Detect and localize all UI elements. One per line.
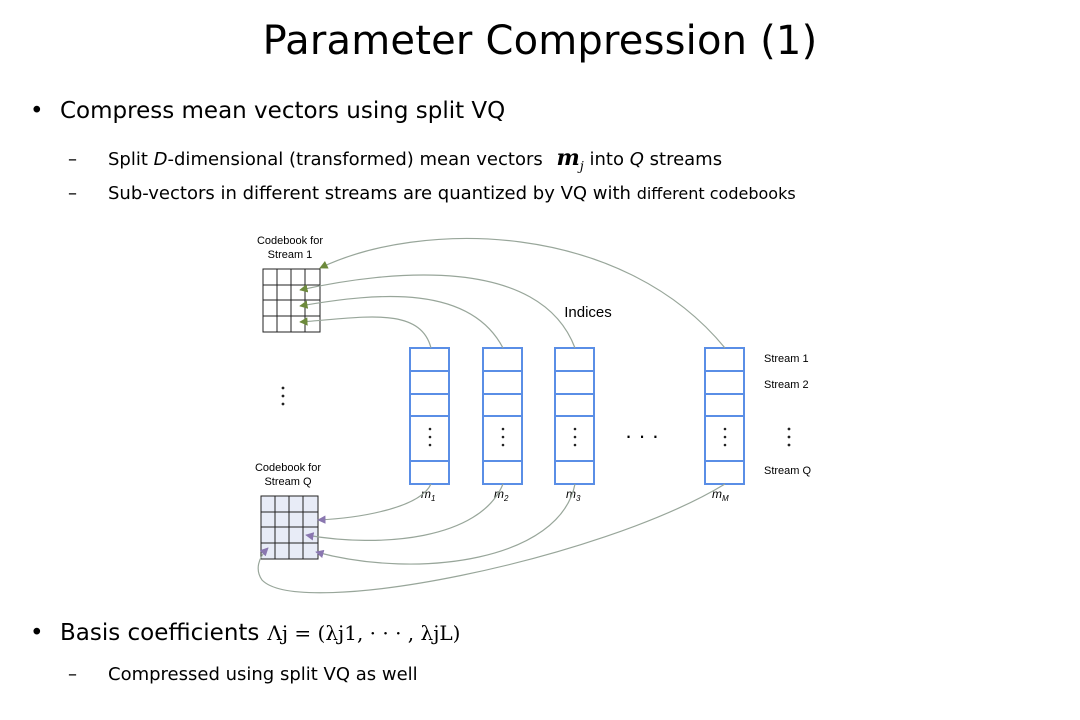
codebook-bottom-label-2: Stream Q [264, 476, 312, 488]
arrow-mM-stream1 [319, 237, 726, 349]
sub-bullet-1-1: –Split D-dimensional (transformed) mean … [68, 145, 723, 175]
bullet-dot: • [30, 620, 44, 646]
mean-vector-m2 [482, 347, 523, 485]
indices-label: Indices [564, 304, 612, 321]
mean-vector-mM [704, 347, 745, 485]
horizontal-ellipsis: · · · [625, 423, 659, 448]
codebook-top-label-2: Stream 1 [268, 249, 313, 261]
top-index-arrows [299, 237, 726, 349]
sub-bullet-1-2: –Sub-vectors in different streams are qu… [68, 183, 796, 204]
stream-label-q: Stream Q [764, 465, 812, 477]
sub-bullet-2-1: –Compressed using split VQ as well [68, 664, 418, 685]
dash: – [68, 183, 77, 204]
arrow-m1-streamQ [317, 483, 432, 524]
arrow-m1-stream1 [299, 316, 432, 349]
stream-label-2: Stream 2 [764, 379, 809, 391]
dash: – [68, 664, 77, 685]
arrow-m3-stream1 [299, 274, 576, 349]
vector-label-mM: mM [712, 487, 729, 503]
arrow-m2-stream1 [299, 295, 504, 349]
stream-label-1: Stream 1 [764, 353, 809, 365]
codebook-top-label-1: Codebook for [257, 235, 323, 247]
bullet-2-text: Basis coefficients [60, 620, 260, 646]
arrow-mM-streamQ [257, 483, 726, 594]
mean-vector-m3 [554, 347, 595, 485]
math-mj: mj [556, 145, 584, 175]
mean-vector-m1 [409, 347, 450, 485]
arrow-m3-streamQ [315, 483, 576, 565]
bottom-index-arrows [257, 483, 726, 594]
bullet-dot: • [30, 98, 44, 124]
codebook-bottom-grid [260, 495, 319, 560]
lambda-formula: Λj = (λj1, · · · , λjL) [267, 621, 461, 645]
dash: – [68, 149, 77, 170]
arrow-m2-streamQ [305, 483, 504, 541]
codebook-bottom-label-1: Codebook for [255, 462, 321, 474]
vector-label-m3: m3 [566, 487, 581, 503]
vertical-ellipsis-left [281, 386, 285, 406]
bullet-1-text: Compress mean vectors using split VQ [60, 98, 506, 124]
slide-title: Parameter Compression (1) [262, 18, 818, 64]
vector-label-m2: m2 [494, 487, 509, 503]
bullet-2: • Basis coefficients Λj = (λj1, · · · , λj… [30, 620, 460, 646]
vector-label-m1: m1 [421, 487, 435, 503]
bullet-1: • Compress mean vectors using split VQ [30, 98, 505, 124]
vertical-ellipsis-right [787, 427, 791, 447]
codebook-top-grid [262, 268, 321, 333]
vector-inner-ellipsis [428, 427, 727, 447]
